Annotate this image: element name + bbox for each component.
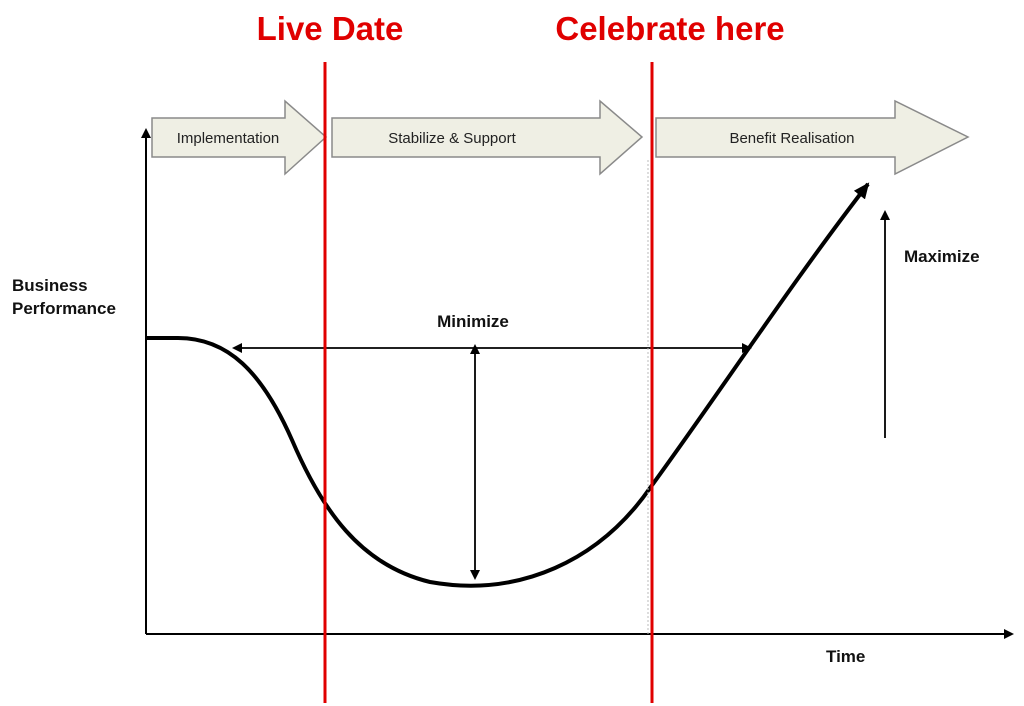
phase-label-implementation: Implementation bbox=[177, 130, 280, 147]
maximize-label: Maximize bbox=[904, 247, 980, 266]
minimize-label: Minimize bbox=[437, 312, 509, 331]
phase-arrow-implementation: Implementation bbox=[151, 99, 328, 176]
performance-curve bbox=[146, 182, 870, 588]
y-axis-label-line2: Performance bbox=[12, 299, 116, 318]
phase-label-benefit-realisation: Benefit Realisation bbox=[729, 130, 854, 147]
phase-label-stabilize-support: Stabilize & Support bbox=[388, 130, 516, 147]
y-axis-label-line1: Business bbox=[12, 276, 88, 295]
celebrate-here-label: Celebrate here bbox=[555, 10, 784, 47]
x-axis-label: Time bbox=[826, 647, 865, 666]
phase-arrow-stabilize-support: Stabilize & Support bbox=[331, 99, 644, 176]
live-date-label: Live Date bbox=[257, 10, 404, 47]
phase-arrow-benefit-realisation: Benefit Realisation bbox=[655, 99, 970, 176]
